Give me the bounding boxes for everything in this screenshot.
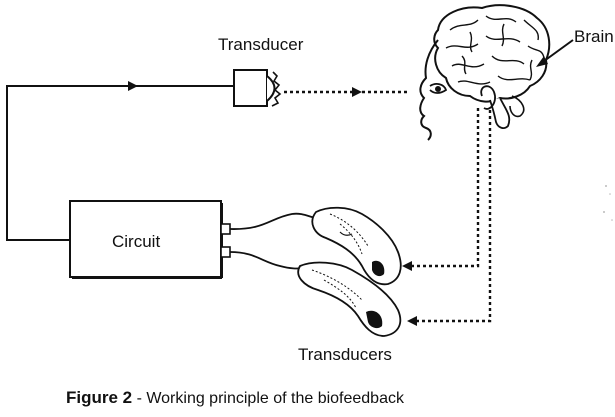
hand-transducer-upper: [311, 206, 402, 286]
circuit-box: [69, 200, 231, 279]
head-brain-illustration: [419, 4, 551, 141]
transducer-label: Transducer: [218, 35, 304, 54]
circuit-label: Circuit: [112, 232, 161, 251]
neural-signal-upper-arrow: [402, 261, 412, 271]
figure-caption: Figure 2 - Working principle of the biof…: [66, 388, 404, 408]
scan-artifacts: [603, 185, 613, 221]
hand-transducer-lower: [297, 261, 402, 337]
brain-pointer-arrow: [536, 56, 548, 67]
sound-signal-arrow: [352, 87, 362, 97]
caption-text: - Working principle of the biofeedback: [132, 390, 404, 407]
neural-signal-lower: [413, 110, 492, 323]
transducers-label: Transducers: [298, 345, 392, 364]
feedback-arrow: [128, 81, 138, 91]
neural-signal-lower-arrow: [407, 316, 417, 326]
feedback-wire: [6, 85, 234, 241]
cable-lower: [229, 251, 311, 270]
transducer-speaker-icon: [233, 69, 282, 107]
figure-number: Figure 2: [66, 388, 133, 407]
brain-label: Brain: [574, 27, 614, 46]
cable-upper: [229, 212, 323, 230]
neural-signal-upper: [408, 108, 480, 268]
